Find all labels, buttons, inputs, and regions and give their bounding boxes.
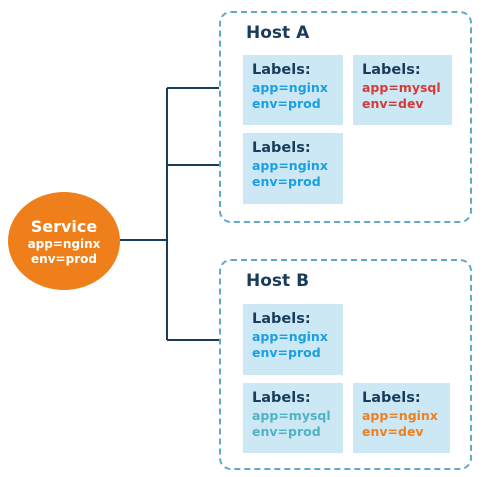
pod-labels-heading: Labels: (252, 311, 311, 327)
host-b-title: Host B (246, 271, 310, 291)
service-node: Service app=nginx env=prod (8, 192, 120, 290)
pod-labels-heading: Labels: (252, 140, 311, 156)
host-b-box: Host B Labels: app=nginx env=prod Labels… (219, 259, 472, 470)
host-a-pod-3: Labels: app=nginx env=prod (243, 133, 343, 204)
pod-label-env: env=dev (362, 424, 424, 439)
pod-labels-heading: Labels: (252, 390, 311, 406)
host-b-pod-3: Labels: app=nginx env=dev (353, 383, 450, 453)
pod-labels-heading: Labels: (362, 62, 421, 78)
pod-label-env: env=prod (252, 345, 321, 360)
host-b-pod-2: Labels: app=mysql env=prod (243, 383, 343, 453)
service-label-app: app=nginx (27, 236, 101, 251)
host-b-pod-1: Labels: app=nginx env=prod (243, 304, 343, 375)
pod-label-env: env=prod (252, 174, 321, 189)
pod-label-app: app=nginx (252, 158, 328, 173)
pod-label-env: env=dev (362, 96, 424, 111)
service-label-env: env=prod (31, 251, 97, 266)
service-title: Service (30, 216, 98, 236)
pod-label-app: app=nginx (252, 329, 328, 344)
host-a-title: Host A (246, 23, 310, 43)
pod-label-app: app=nginx (362, 408, 438, 423)
pod-labels-heading: Labels: (252, 62, 311, 78)
host-a-pod-1: Labels: app=nginx env=prod (243, 55, 343, 125)
pod-label-env: env=prod (252, 96, 321, 111)
host-a-box: Host A Labels: app=nginx env=prod Labels… (219, 11, 472, 223)
pod-label-env: env=prod (252, 424, 321, 439)
pod-label-app: app=mysql (362, 80, 441, 95)
pod-label-app: app=mysql (252, 408, 331, 423)
pod-labels-heading: Labels: (362, 390, 421, 406)
pod-label-app: app=nginx (252, 80, 328, 95)
host-a-pod-2: Labels: app=mysql env=dev (353, 55, 452, 125)
